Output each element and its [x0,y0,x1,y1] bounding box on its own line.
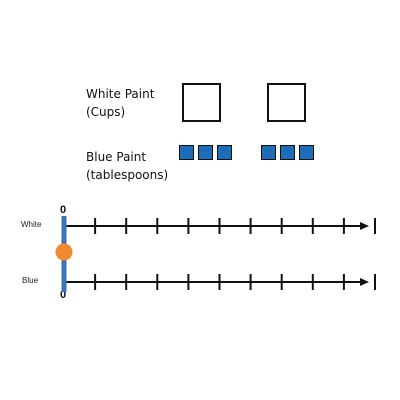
position-marker[interactable] [55,243,73,261]
blue-paint-label-line2: (tablespoons) [86,168,169,182]
white-paint-label-line1: White Paint [86,87,155,101]
blue-paint-tbsp-3 [217,145,232,160]
white-number-line [64,218,376,234]
white-arrow-head [360,222,369,230]
white-paint-label: White Paint (Cups) [86,85,154,121]
white-number-line-label: White [21,220,42,229]
blue-paint-tbsp-6 [299,145,314,160]
blue-paint-tbsp-2 [198,145,213,160]
white-paint-cup-2 [267,83,306,122]
blue-paint-label: Blue Paint (tablespoons) [86,148,168,184]
blue-arrow-head [360,278,369,286]
white-paint-cup-1 [182,83,221,122]
blue-paint-tbsp-5 [280,145,295,160]
white-zero-label: 0 [60,204,67,216]
blue-paint-tbsp-1 [179,145,194,160]
blue-number-line-label: Blue [22,276,39,285]
blue-zero-label: 0 [60,289,67,301]
blue-number-line [64,274,376,290]
blue-paint-label-line1: Blue Paint [86,150,147,164]
white-paint-label-line2: (Cups) [86,105,126,119]
blue-paint-tbsp-4 [261,145,276,160]
